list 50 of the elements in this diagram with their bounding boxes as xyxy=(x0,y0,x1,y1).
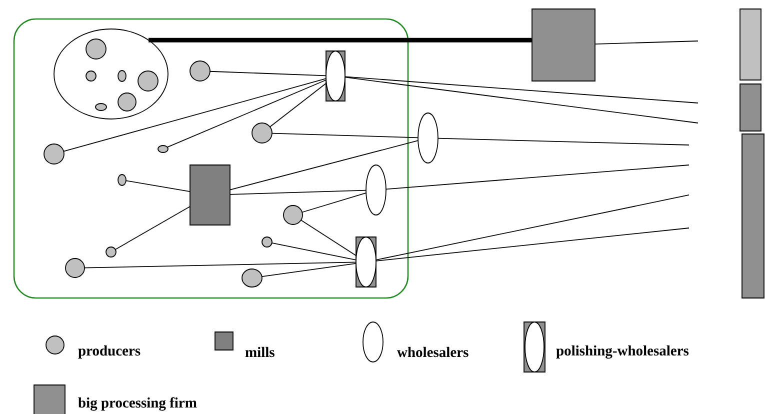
supply-line xyxy=(272,132,418,138)
supply-line xyxy=(376,228,690,262)
supply-line xyxy=(271,242,356,260)
legend-label: big processing firm xyxy=(78,397,197,411)
supply-line xyxy=(376,194,690,260)
supply-line xyxy=(126,180,190,192)
legend-label: polishing-wholesalers xyxy=(556,345,689,359)
producer-circle xyxy=(283,205,303,225)
producer-circle xyxy=(252,122,272,144)
producer-circle xyxy=(158,145,168,153)
producer-circle xyxy=(118,92,136,112)
producer-circle xyxy=(65,258,85,278)
supply-line xyxy=(261,262,356,278)
producer-circle xyxy=(44,144,64,164)
supply-line xyxy=(269,82,326,128)
chain-segment xyxy=(740,84,762,132)
supply-line xyxy=(386,164,690,190)
supply-line xyxy=(230,190,366,195)
legend-label: wholesalers xyxy=(397,346,468,358)
supply-line xyxy=(344,76,698,104)
processing-firm-square xyxy=(532,8,596,82)
mill-square xyxy=(190,164,230,226)
supply-line xyxy=(300,220,356,256)
producer-circle xyxy=(262,236,272,248)
chain-segment xyxy=(742,134,764,298)
region-outline xyxy=(13,18,409,299)
polishing-wholesaler-symbol xyxy=(356,236,376,288)
supply-line xyxy=(166,80,326,148)
supply-line xyxy=(302,192,367,213)
producer-circle xyxy=(118,174,126,186)
supply-line xyxy=(230,140,418,190)
polishing-wholesaler-symbol xyxy=(326,50,346,102)
supply-line xyxy=(438,138,690,146)
legend-label: mills xyxy=(245,346,274,358)
producer-circle xyxy=(106,246,116,258)
wholesaler-ellipse xyxy=(418,112,438,164)
chain-segment xyxy=(740,8,762,80)
supply-line xyxy=(210,70,326,76)
producer-circle xyxy=(242,268,262,288)
producer-circle xyxy=(190,60,210,82)
supply-line xyxy=(594,40,698,45)
supply-line xyxy=(63,78,326,152)
wholesaler-ellipse xyxy=(366,164,386,216)
producer-circle xyxy=(86,38,106,60)
supply-line xyxy=(114,206,190,250)
producer-circle xyxy=(138,70,158,92)
legend-label: producers xyxy=(78,345,140,359)
supply-line xyxy=(344,76,698,124)
supply-line xyxy=(148,38,532,42)
supply-line xyxy=(84,262,356,268)
